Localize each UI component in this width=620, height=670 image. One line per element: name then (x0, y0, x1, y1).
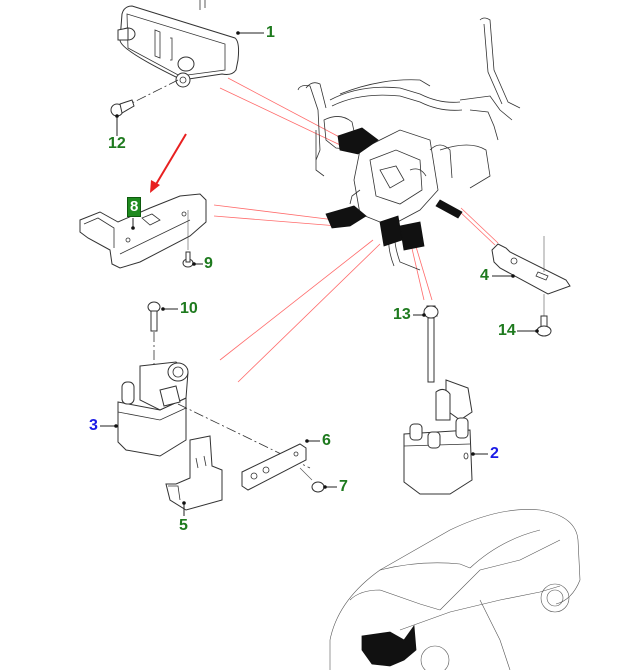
cooling-assembly (297, 17, 521, 271)
part-12-bolt[interactable] (110, 79, 179, 117)
callout-6[interactable]: 6 (322, 432, 331, 449)
callout-12[interactable]: 12 (108, 135, 126, 152)
callout-7[interactable]: 7 (339, 478, 348, 495)
callout-3[interactable]: 3 (89, 417, 98, 434)
part-6-bracket[interactable] (241, 443, 307, 491)
callout-9[interactable]: 9 (204, 255, 213, 272)
callout-2[interactable]: 2 (490, 445, 499, 462)
part-5-bracket[interactable] (165, 435, 223, 511)
part-4-bracket[interactable] (491, 236, 571, 316)
part-13-bolt[interactable] (423, 305, 439, 383)
part-14-bolt[interactable] (536, 315, 552, 337)
callout-10[interactable]: 10 (180, 300, 198, 317)
callout-14[interactable]: 14 (498, 322, 516, 339)
callout-4[interactable]: 4 (480, 267, 489, 284)
callout-5[interactable]: 5 (179, 517, 188, 534)
reference-lines (213, 77, 499, 383)
part-2-heater[interactable] (403, 379, 473, 495)
highlight-arrow (150, 133, 187, 193)
part-3-heater[interactable] (117, 361, 311, 469)
part-9-screw[interactable] (182, 251, 194, 268)
callout-8-selected[interactable]: 8 (127, 197, 142, 217)
vehicle-locator-image (329, 509, 581, 670)
callout-1[interactable]: 1 (266, 24, 275, 41)
callout-13[interactable]: 13 (393, 306, 411, 323)
part-1-cooler[interactable] (117, 0, 240, 88)
part-7-screw[interactable] (299, 467, 325, 493)
leader-lines (100, 31, 539, 516)
